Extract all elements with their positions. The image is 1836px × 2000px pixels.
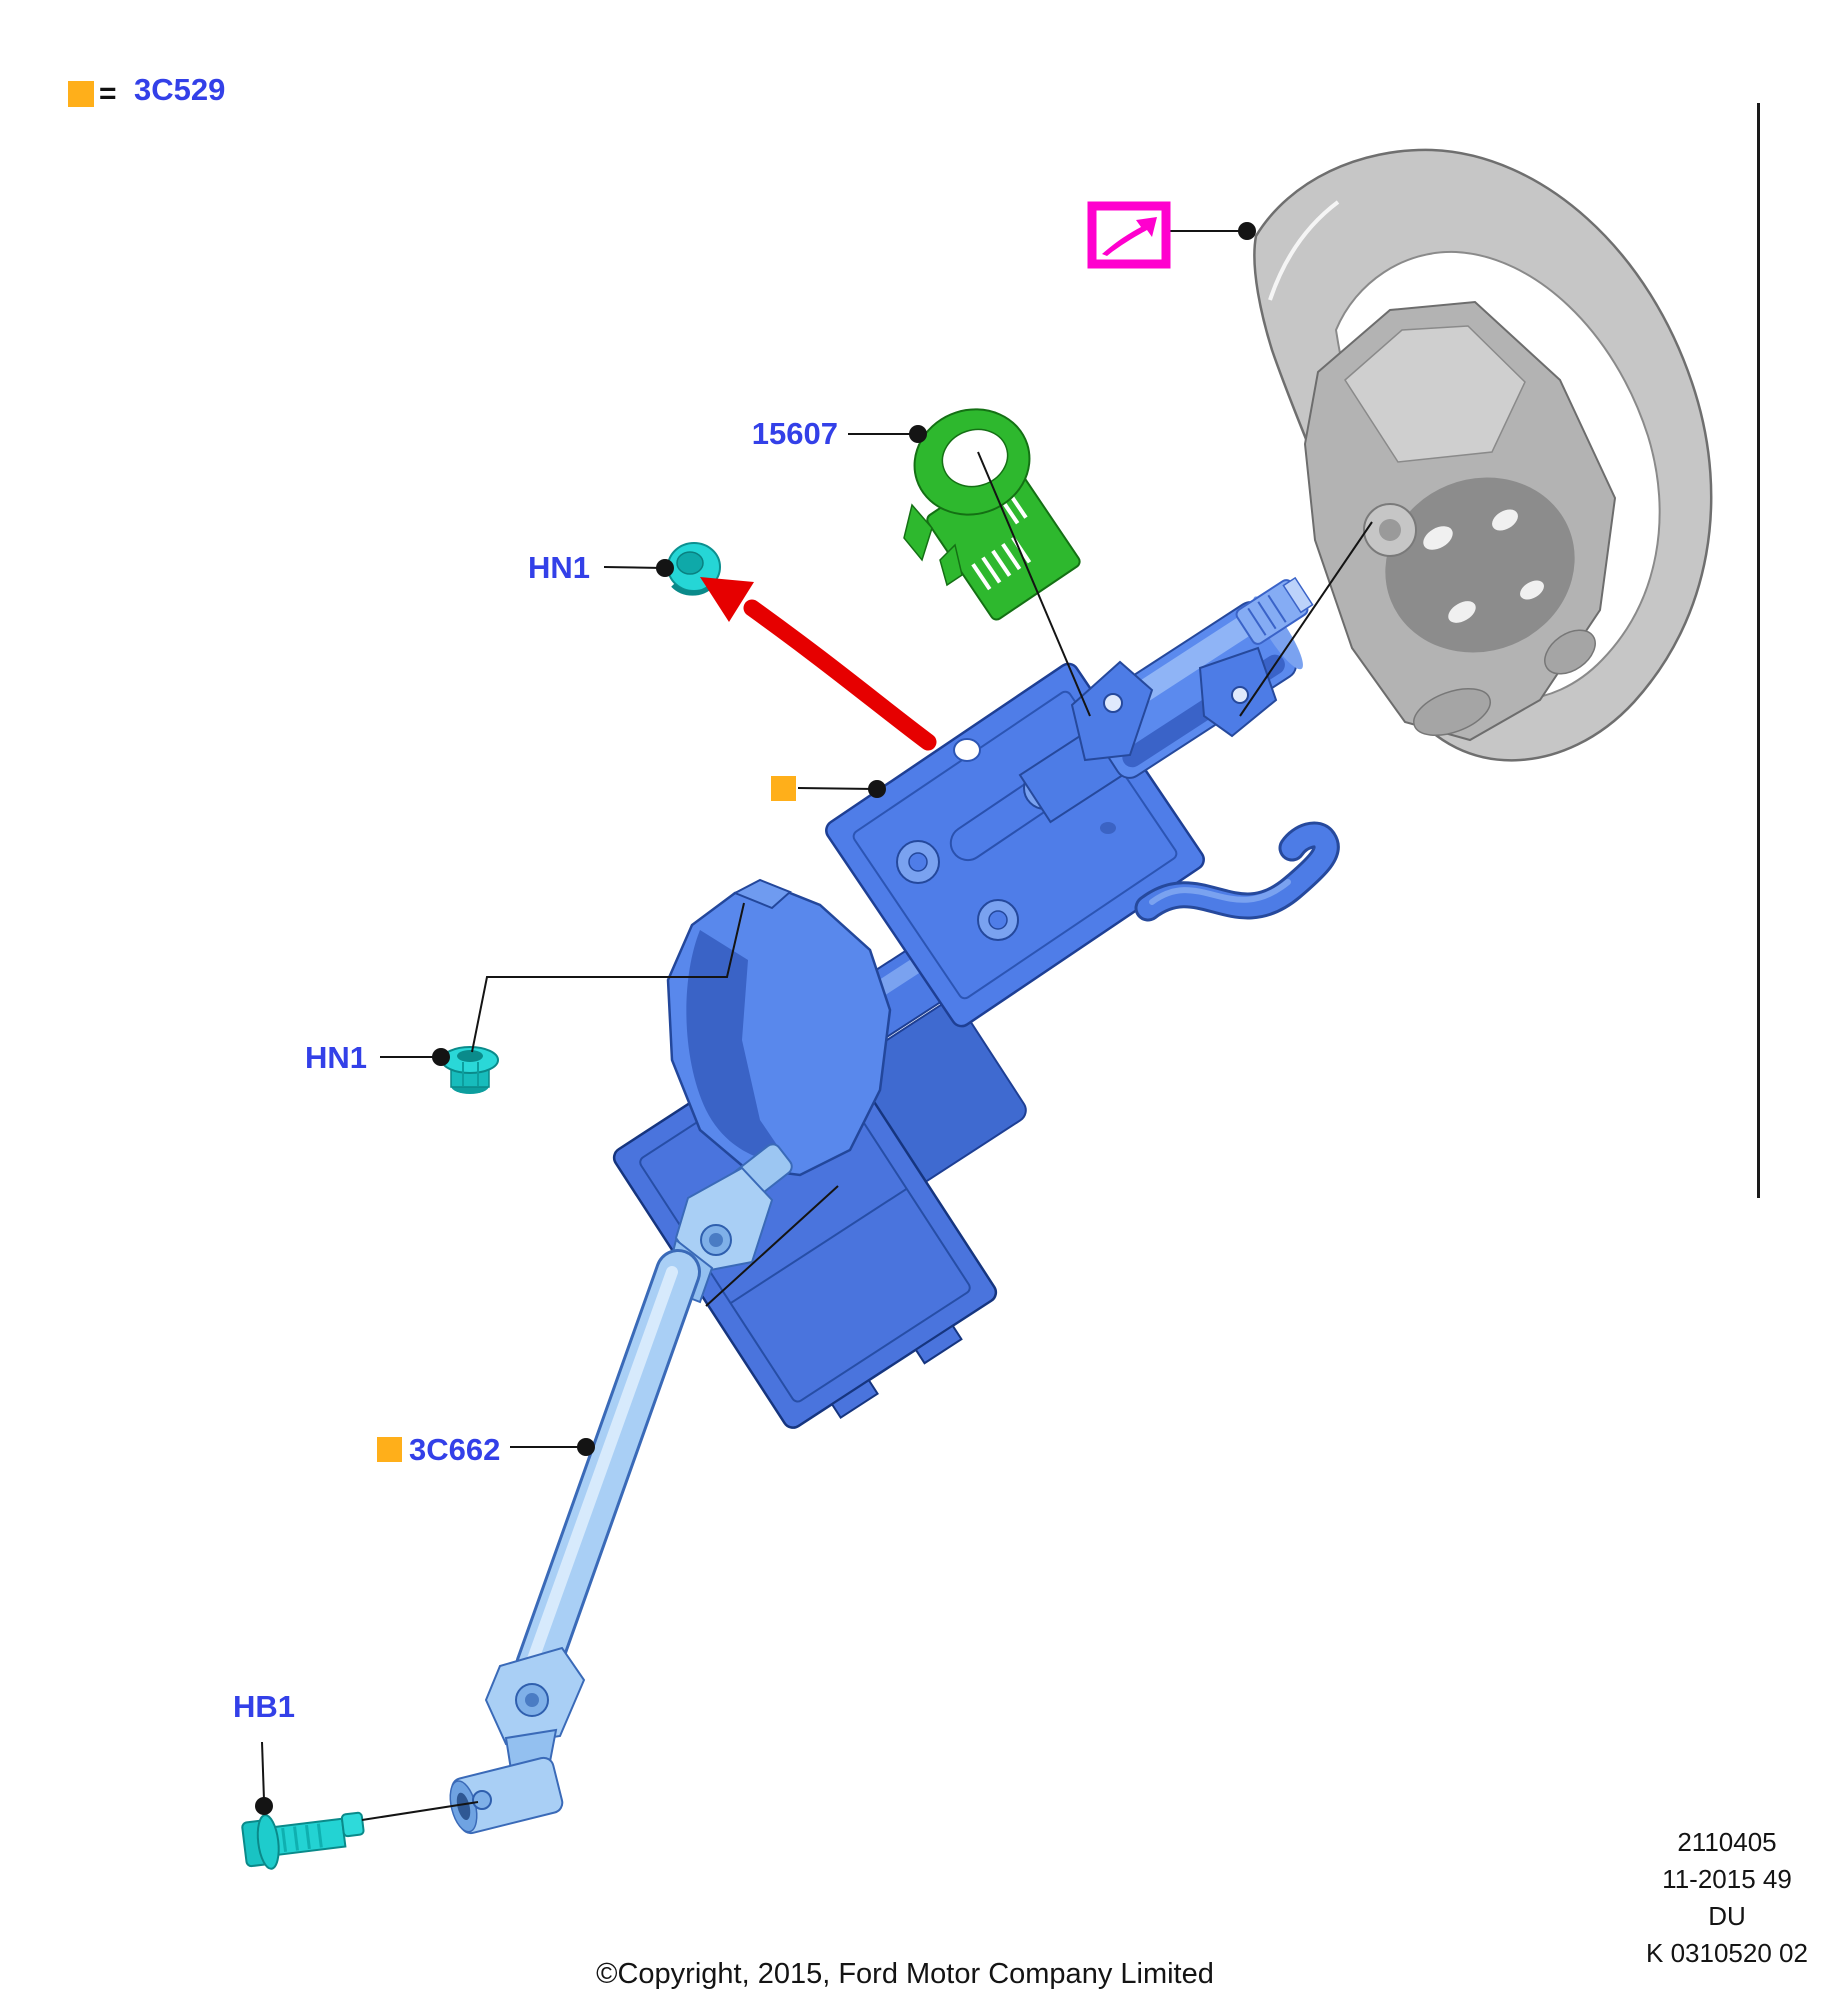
legend-code-label[interactable]: 3C529 [134,72,226,107]
legend-swatch[interactable] [68,81,94,107]
plate-info-line: K 0310520 02 [1646,1938,1808,1968]
magenta-arrow-icon [1102,217,1157,256]
copyright-text: ©Copyright, 2015, Ford Motor Company Lim… [596,1958,1214,1990]
intermediate-shaft [449,1143,793,1835]
shaft-clamp-collar [449,1756,564,1835]
plate-info-line: DU [1708,1901,1746,1931]
bolt-label[interactable]: HB1 [233,1689,296,1724]
column-callout-swatch[interactable] [771,776,796,801]
red-direction-arrow [700,577,937,751]
steering-column-assembly [612,576,1340,1429]
leader-dots [255,222,1256,1815]
pinch-bolt [241,1811,365,1870]
nut-upper-label[interactable]: HN1 [528,550,591,585]
page-divider-line [1757,103,1760,1198]
plate-info-line: 11-2015 49 [1662,1864,1792,1894]
steering-wheel [1253,148,1713,762]
steering-wheel-hub [1303,300,1617,742]
shaft-callout-swatch[interactable] [377,1437,402,1462]
leader-lines [261,230,1373,1821]
intermediate-shaft-label[interactable]: 3C662 [409,1432,501,1467]
flange-nut-lower [441,1046,499,1094]
column-boot-cover [666,878,892,1177]
legend-equals: = [99,77,117,110]
steering-sensor-15607 [903,408,1081,621]
sensor-label[interactable]: 15607 [751,416,838,451]
shaft-splined-tip [1235,576,1314,645]
plate-info-line: 2110405 [1677,1827,1777,1857]
nut-lower-label[interactable]: HN1 [305,1040,368,1075]
rim-seam [1268,200,1340,301]
tilt-lever [1134,821,1340,922]
steering-wheel-callout-box[interactable] [1087,201,1171,269]
